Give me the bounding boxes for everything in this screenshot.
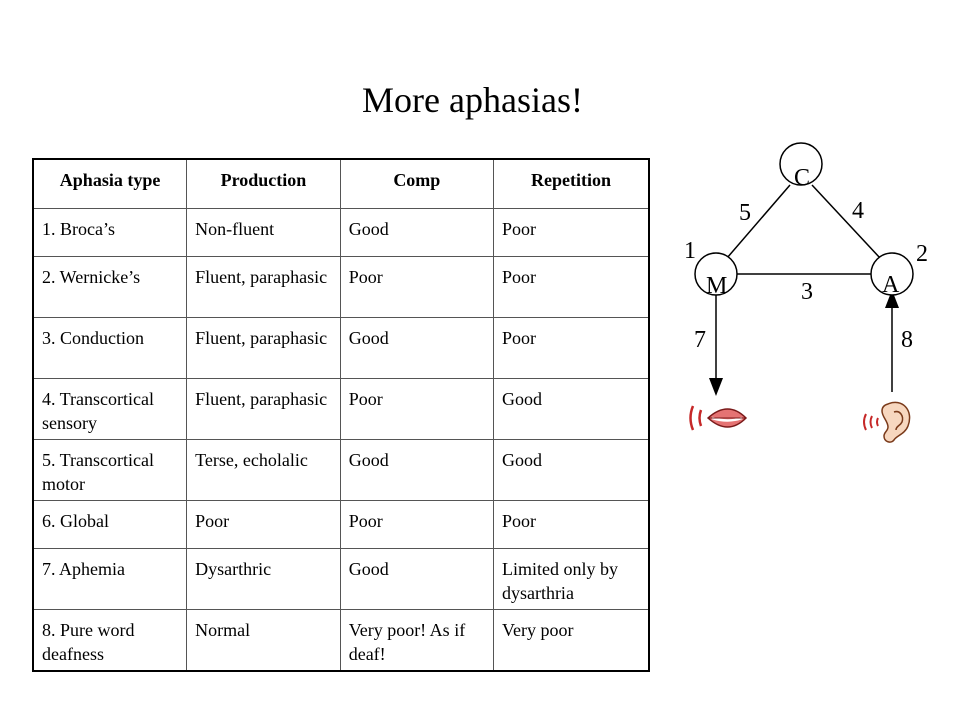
cell-comp: Good xyxy=(339,317,494,379)
node-c-label: C xyxy=(794,165,810,191)
cell-production: Fluent, paraphasic xyxy=(186,317,341,379)
cell-production: Dysarthric xyxy=(186,548,341,610)
mouth-icon xyxy=(689,405,748,431)
cell-production: Poor xyxy=(186,500,341,549)
cell-comp: Good xyxy=(339,548,494,610)
cell-comp: Poor xyxy=(339,378,494,440)
path-label-2: 2 xyxy=(916,241,928,267)
cell-production: Fluent, paraphasic xyxy=(186,378,341,440)
header-comp: Comp xyxy=(339,158,494,209)
cell-repetition: Good xyxy=(492,439,650,501)
cell-comp: Good xyxy=(339,208,494,257)
table-row: 6. Global Poor Poor Poor xyxy=(32,500,650,549)
cell-repetition: Poor xyxy=(492,256,650,318)
header-production: Production xyxy=(186,158,341,209)
cell-production: Non-fluent xyxy=(186,208,341,257)
cell-repetition: Limited only by dysarthria xyxy=(492,548,650,610)
ear-icon xyxy=(863,401,911,443)
slide-title: More aphasias! xyxy=(362,80,583,120)
table-row: 5. Transcortical motor Terse, echolalic … xyxy=(32,439,650,501)
path-label-8: 8 xyxy=(901,327,913,353)
cell-comp: Poor xyxy=(339,500,494,549)
header-aphasia-type: Aphasia type xyxy=(32,158,188,209)
node-a-label: A xyxy=(882,272,900,298)
table-row: 3. Conduction Fluent, paraphasic Good Po… xyxy=(32,317,650,379)
path-label-5: 5 xyxy=(739,200,751,226)
cell-comp: Good xyxy=(339,439,494,501)
node-c-circle xyxy=(779,142,823,186)
path-label-1: 1 xyxy=(684,238,696,264)
cell-type: 8. Pure word deafness xyxy=(32,609,188,672)
path-5-line xyxy=(726,184,791,259)
path-8-arrowhead xyxy=(885,290,899,308)
cell-production: Terse, echolalic xyxy=(186,439,341,501)
cell-production: Fluent, paraphasic xyxy=(186,256,341,318)
cell-type: 3. Conduction xyxy=(32,317,188,379)
table-row: 2. Wernicke’s Fluent, paraphasic Poor Po… xyxy=(32,256,650,318)
cell-repetition: Poor xyxy=(492,317,650,379)
table-header-row: Aphasia type Production Comp Repetition xyxy=(32,158,650,209)
cell-type: 6. Global xyxy=(32,500,188,549)
cell-type: 5. Transcortical motor xyxy=(32,439,188,501)
node-a-circle xyxy=(870,252,914,296)
cell-repetition: Very poor xyxy=(492,609,650,672)
cell-type: 7. Aphemia xyxy=(32,548,188,610)
cell-repetition: Good xyxy=(492,378,650,440)
cell-type: 4. Transcortical sensory xyxy=(32,378,188,440)
table-row: 4. Transcortical sensory Fluent, parapha… xyxy=(32,378,650,440)
table-row: 8. Pure word deafness Normal Very poor! … xyxy=(32,609,650,672)
cell-type: 2. Wernicke’s xyxy=(32,256,188,318)
node-m-circle xyxy=(694,252,738,296)
cell-repetition: Poor xyxy=(492,500,650,549)
table-row: 7. Aphemia Dysarthric Good Limited only … xyxy=(32,548,650,610)
cell-production: Normal xyxy=(186,609,341,672)
cell-comp: Poor xyxy=(339,256,494,318)
table-row: 1. Broca’s Non-fluent Good Poor xyxy=(32,208,650,257)
cell-type: 1. Broca’s xyxy=(32,208,188,257)
path-label-3: 3 xyxy=(801,279,813,305)
aphasia-table: Aphasia type Production Comp Repetition … xyxy=(32,158,650,672)
node-m-label: M xyxy=(706,273,727,299)
cell-repetition: Poor xyxy=(492,208,650,257)
path-7-arrowhead xyxy=(709,378,723,396)
wernicke-lichtheim-diagram: C M A 5 4 1 2 3 7 8 xyxy=(684,142,928,443)
path-label-4: 4 xyxy=(852,198,864,224)
cell-comp: Very poor! As if deaf! xyxy=(339,609,494,672)
path-4-line xyxy=(811,184,881,259)
path-label-7: 7 xyxy=(694,327,706,353)
header-repetition: Repetition xyxy=(492,158,650,209)
